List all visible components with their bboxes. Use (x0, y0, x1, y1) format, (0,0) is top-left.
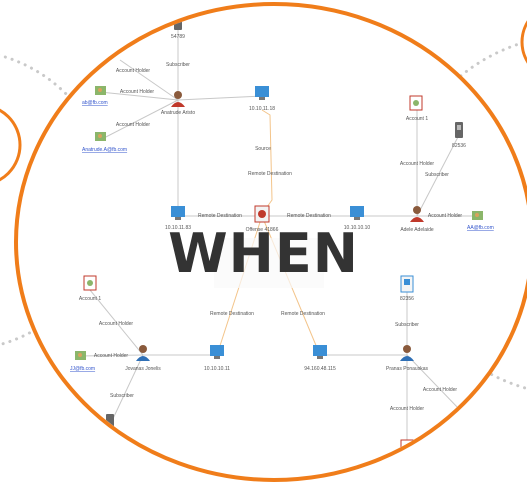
computer-icon[interactable] (210, 345, 224, 359)
edge-label: Remote Destination (198, 213, 242, 219)
edge-label: Account Holder (94, 353, 129, 359)
computer-icon[interactable] (350, 206, 364, 220)
edge (89, 289, 144, 356)
edge-label: Account Holder (428, 213, 463, 219)
edge-label: Remote Destination (287, 213, 331, 219)
phone-icon[interactable] (400, 275, 414, 293)
computer-icon[interactable] (313, 345, 327, 359)
account-icon[interactable] (83, 275, 97, 291)
node-label: 82536 (452, 143, 466, 149)
edge (177, 95, 263, 101)
node-label: Pranas Ponauskas (386, 366, 428, 372)
edge (109, 354, 144, 426)
node-label: 54789 (171, 34, 185, 40)
edge-label: Account Holder (400, 161, 435, 167)
contact-card-icon[interactable] (95, 86, 106, 95)
edge-label: Account Holder (390, 406, 425, 412)
edge (99, 99, 179, 141)
node-label: Account 1 (79, 296, 101, 302)
person-icon[interactable] (400, 345, 414, 361)
edge-label: Subscriber (110, 393, 134, 399)
account-icon[interactable] (409, 95, 423, 111)
offense-icon[interactable] (254, 205, 270, 223)
person-icon[interactable] (136, 345, 150, 361)
edge-label: Remote Destination (210, 311, 254, 317)
node-label: 94.160.48.115 (304, 366, 336, 372)
edge (119, 59, 179, 101)
edge-label: Subscriber (395, 322, 419, 328)
orange-circle-right (520, 20, 527, 64)
network-graph: 54789 Anatrude Aristo 10.10.11.18 10.10.… (70, 14, 494, 455)
email-link[interactable]: Anatrude.A@fb.com (82, 147, 127, 153)
node-label: Adele Adelaide (400, 227, 434, 233)
person-icon[interactable] (410, 206, 424, 222)
edge (416, 134, 460, 217)
edge-label: Account Holder (423, 387, 458, 393)
node-label: 10.10.10.11 (204, 366, 230, 372)
info-box (214, 238, 324, 288)
computer-icon[interactable] (171, 206, 185, 220)
contact-card-icon[interactable] (472, 211, 483, 220)
edge (406, 354, 461, 411)
edge-label: Remote Destination (281, 311, 325, 317)
edge-label: Account Holder (116, 122, 151, 128)
orange-circle-left (0, 108, 22, 182)
computer-icon[interactable] (255, 86, 269, 100)
contact-card-icon[interactable] (75, 351, 86, 360)
node-label: Anatrude Aristo (161, 110, 195, 116)
headline-text: WHEN (168, 222, 359, 285)
phone-icon[interactable] (455, 122, 463, 138)
edge-label: Subscriber (425, 172, 449, 178)
email-link[interactable]: AA@fb.com (467, 225, 494, 231)
contact-card-icon[interactable] (95, 132, 106, 141)
node-label: 10.10.11.83 (165, 225, 191, 231)
email-link[interactable]: JJ@fb.com (70, 366, 95, 372)
edge-label: Source (255, 146, 271, 152)
edge-label: Remote Destination (248, 171, 292, 177)
edge-label: Subscriber (166, 62, 190, 68)
node-label: 10.10.10.10 (344, 225, 371, 231)
edge-label: Account Holder (99, 321, 134, 327)
node-label: Account 1 (406, 116, 428, 122)
edge (99, 91, 179, 101)
node-label: 10.10.11.18 (249, 106, 275, 112)
person-icon[interactable] (171, 91, 185, 107)
node-label: Jovanas Jonelis (125, 366, 161, 372)
node-label: Offense 41866 (246, 227, 279, 233)
email-link[interactable]: ab@fb.com (82, 100, 108, 106)
node-label: 82356 (400, 296, 414, 302)
edge (79, 354, 144, 357)
edge-label: Account Holder (116, 68, 151, 74)
edge-label: Account Holder (120, 89, 155, 95)
